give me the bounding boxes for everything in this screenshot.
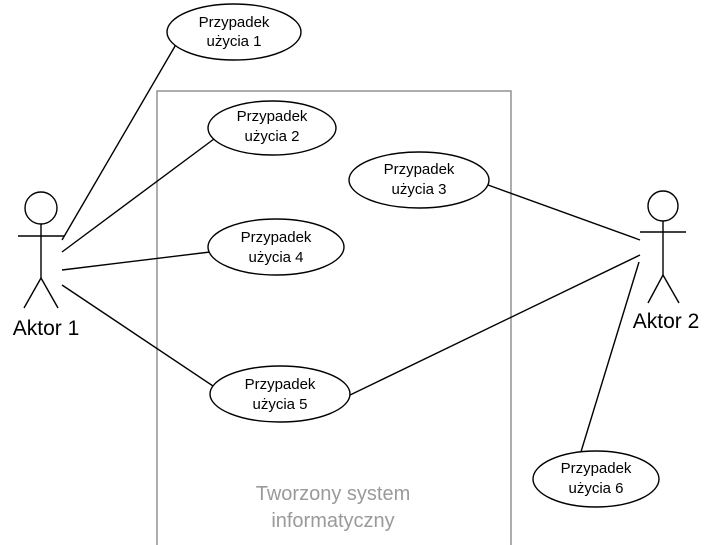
association-actor2-uc6 (579, 261, 640, 456)
use-case-1[interactable]: Przypadek użycia 1 (166, 3, 302, 61)
use-case-3[interactable]: Przypadek użycia 3 (348, 151, 490, 209)
actor-2-stick-figure-icon (640, 190, 686, 304)
actor-1-stick-figure-icon (18, 191, 64, 309)
association-actor1-uc1 (61, 40, 179, 241)
use-case-5-label-line2: użycia 5 (252, 396, 307, 413)
association-actor2-uc5 (347, 254, 641, 397)
use-case-1-label-line1: Przypadek (199, 14, 270, 31)
associations (61, 40, 641, 456)
use-case-3-label-line1: Przypadek (384, 161, 455, 178)
use-case-2[interactable]: Przypadek użycia 2 (207, 100, 337, 156)
use-case-3-ellipse (348, 151, 490, 209)
use-case-6[interactable]: Przypadek użycia 6 (532, 450, 660, 508)
actor-2[interactable]: Aktor 2 (633, 190, 700, 333)
use-case-5-label-line1: Przypadek (245, 376, 316, 393)
system-boundary (156, 90, 512, 545)
association-actor1-uc5 (61, 284, 220, 391)
use-case-3-label-line2: użycia 3 (391, 181, 446, 198)
association-actor1-uc4 (61, 251, 211, 271)
use-case-2-ellipse (207, 100, 337, 156)
use-case-5[interactable]: Przypadek użycia 5 (209, 365, 351, 423)
use-case-6-ellipse (532, 450, 660, 508)
actor-2-label: Aktor 2 (633, 310, 700, 333)
use-case-4-label-line2: użycia 4 (248, 249, 303, 266)
actor-1-label: Aktor 1 (13, 317, 80, 340)
use-case-2-label-line2: użycia 2 (244, 128, 299, 145)
association-actor2-uc3 (487, 184, 641, 241)
system-label-line2: informatyczny (271, 510, 394, 532)
use-case-6-label-line1: Przypadek (561, 460, 632, 477)
use-case-4-label-line1: Przypadek (241, 229, 312, 246)
association-actor1-uc2 (61, 135, 219, 253)
use-case-2-label-line1: Przypadek (237, 108, 308, 125)
use-case-5-ellipse (209, 365, 351, 423)
actor-1[interactable]: Aktor 1 (13, 191, 80, 340)
use-case-1-ellipse (166, 3, 302, 61)
use-case-4[interactable]: Przypadek użycia 4 (207, 218, 345, 276)
system-label-line1: Tworzony system (256, 483, 410, 505)
use-case-4-ellipse (207, 218, 345, 276)
use-case-1-label-line2: użycia 1 (206, 33, 261, 50)
use-case-6-label-line2: użycia 6 (568, 480, 623, 497)
